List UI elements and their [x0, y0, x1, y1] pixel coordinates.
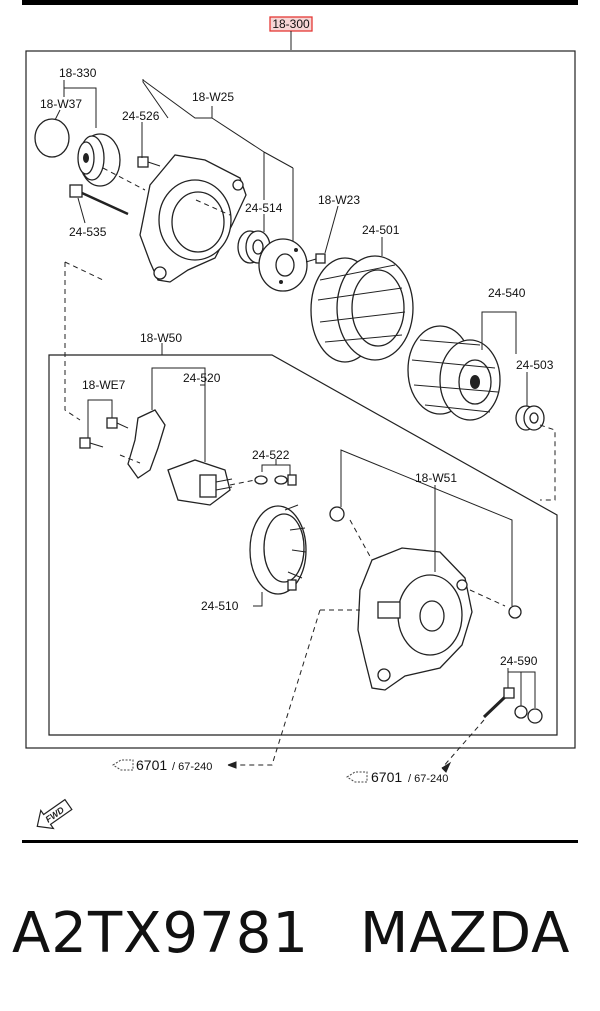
brand-name: MAZDA [360, 901, 570, 966]
brush-springs-part[interactable] [254, 474, 297, 486]
label-24-514[interactable]: 24-514 [245, 201, 283, 215]
rotor-part[interactable] [407, 325, 501, 421]
label-18-W51[interactable]: 18-W51 [415, 471, 457, 485]
inner-frame [48, 354, 558, 736]
bottom-rule [22, 840, 578, 843]
seal-ring-part[interactable] [34, 118, 70, 158]
top-rule [22, 0, 578, 5]
ref-sub-left[interactable]: / 67-240 [172, 761, 212, 773]
label-24-520[interactable]: 24-520 [183, 371, 221, 385]
rear-bearing-part[interactable] [515, 405, 545, 431]
stator-part[interactable] [310, 255, 414, 363]
pulley-part[interactable] [77, 133, 121, 187]
retainer-plate-part[interactable] [258, 238, 308, 292]
label-18-330[interactable]: 18-330 [59, 66, 97, 80]
outer-frame [25, 50, 576, 749]
rear-housing-part[interactable] [357, 547, 473, 691]
ref-sub-right[interactable]: / 67-240 [408, 773, 448, 785]
label-24-501[interactable]: 24-501 [362, 223, 400, 237]
through-bolt-part[interactable] [69, 184, 129, 216]
rectifier-part[interactable] [249, 504, 307, 595]
fwd-arrow-icon: FWD [36, 798, 73, 830]
rear-cover-nut-part[interactable] [329, 506, 522, 619]
ref-callout-left[interactable]: 6701 / 67-240 [112, 757, 237, 773]
regulator-screws-part[interactable] [79, 417, 129, 449]
label-24-503[interactable]: 24-503 [516, 358, 554, 372]
dashed-assembly-lines [64, 167, 556, 769]
label-18-W23[interactable]: 18-W23 [318, 193, 360, 207]
ref-number-right[interactable]: 6701 [371, 769, 402, 785]
header-label[interactable]: 18-300 [272, 17, 310, 31]
plate-screw-part[interactable] [305, 253, 326, 264]
label-24-526[interactable]: 24-526 [122, 109, 160, 123]
ref-callout-right[interactable]: 6701 / 67-240 [346, 761, 452, 785]
label-18-W25[interactable]: 18-W25 [192, 90, 234, 104]
label-24-522[interactable]: 24-522 [252, 448, 290, 462]
label-18-W50[interactable]: 18-W50 [140, 331, 182, 345]
label-24-540[interactable]: 24-540 [488, 286, 526, 300]
part-number: A2TX9781 [12, 901, 309, 966]
brush-holder-part[interactable] [127, 409, 233, 506]
label-18-WE7[interactable]: 18-WE7 [82, 378, 126, 392]
terminal-part[interactable] [482, 687, 543, 724]
label-24-535[interactable]: 24-535 [69, 225, 107, 239]
label-18-W37[interactable]: 18-W37 [40, 97, 82, 111]
leader-lines [54, 79, 536, 708]
screw-part[interactable] [137, 156, 161, 168]
label-24-590[interactable]: 24-590 [500, 654, 538, 668]
label-24-510[interactable]: 24-510 [201, 599, 239, 613]
front-housing-part[interactable] [139, 154, 247, 283]
ref-number-left[interactable]: 6701 [136, 757, 167, 773]
ref-pointer-icon [346, 771, 368, 783]
ref-pointer-icon [112, 759, 134, 771]
